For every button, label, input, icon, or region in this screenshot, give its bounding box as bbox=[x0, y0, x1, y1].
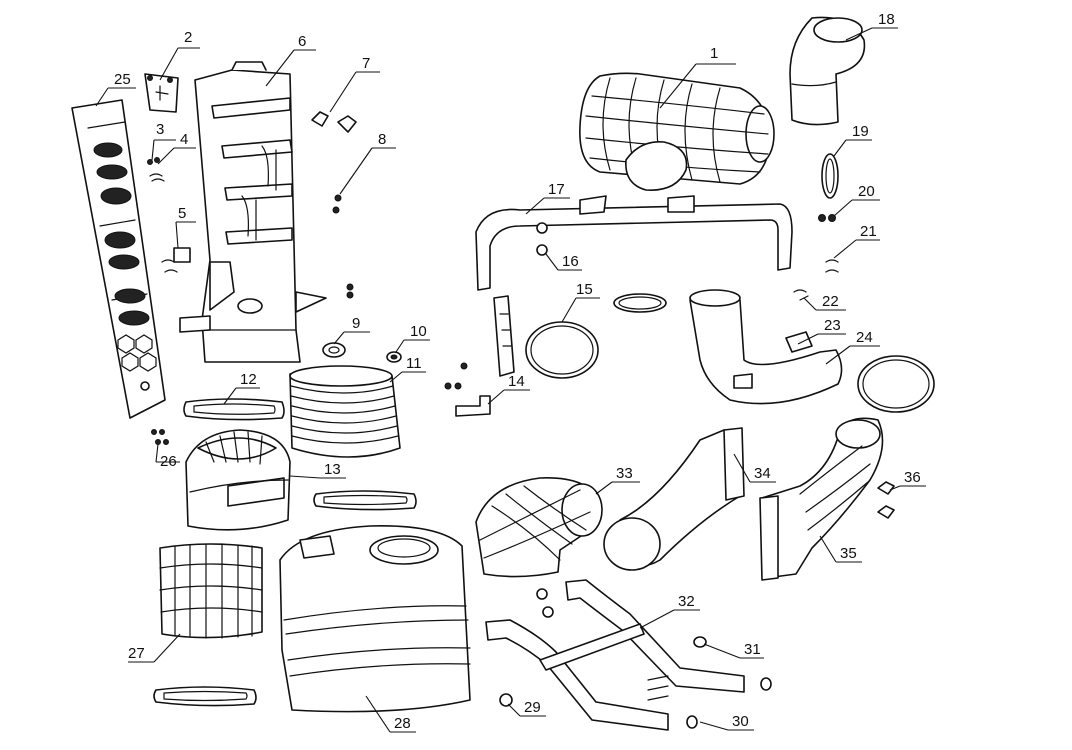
part-6-tall-shroud bbox=[179, 61, 327, 363]
part-14-l-bracket bbox=[444, 362, 491, 417]
part-28-canister bbox=[279, 525, 471, 713]
part-36-nuts bbox=[877, 481, 895, 519]
flat-gaskets bbox=[153, 490, 417, 707]
callout-18: 18 bbox=[878, 11, 895, 28]
part-9-10-grommets bbox=[322, 342, 402, 363]
part-18-elbow bbox=[789, 16, 866, 126]
callout-14: 14 bbox=[508, 373, 525, 390]
callout-13: 13 bbox=[324, 461, 341, 478]
callout-9: 9 bbox=[352, 315, 360, 332]
part-34-transition-duct bbox=[603, 427, 745, 571]
callout-31: 31 bbox=[744, 641, 761, 658]
callout-36: 36 bbox=[904, 469, 921, 486]
part-33-mesh-elbow bbox=[475, 477, 603, 578]
part-8-nuts bbox=[332, 194, 354, 299]
part-11-bellows bbox=[289, 365, 401, 458]
callout-8: 8 bbox=[378, 131, 386, 148]
callout-29: 29 bbox=[524, 699, 541, 716]
part-2-bracket-plate bbox=[144, 73, 179, 113]
part-12-gasket bbox=[183, 398, 285, 421]
callout-24: 24 bbox=[856, 329, 873, 346]
callout-30: 30 bbox=[732, 713, 749, 730]
part-19-clamp bbox=[821, 153, 839, 199]
callout-23: 23 bbox=[824, 317, 841, 334]
callout-10: 10 bbox=[410, 323, 427, 340]
callout-4: 4 bbox=[180, 131, 188, 148]
callout-27: 27 bbox=[128, 645, 145, 662]
callout-12: 12 bbox=[240, 371, 257, 388]
callout-3: 3 bbox=[156, 121, 164, 138]
callout-17: 17 bbox=[548, 181, 565, 198]
part-1-air-filter-housing bbox=[579, 72, 775, 191]
strap-plate bbox=[493, 295, 515, 377]
part-32-mounting-frame bbox=[485, 579, 772, 731]
callout-11: 11 bbox=[406, 355, 422, 372]
callout-34: 34 bbox=[754, 465, 771, 482]
part-35-ribbed-duct bbox=[759, 417, 884, 581]
callout-33: 33 bbox=[616, 465, 633, 482]
part-24-ring bbox=[857, 355, 935, 413]
callout-2: 2 bbox=[184, 29, 192, 46]
part-7-plugs bbox=[311, 111, 357, 133]
part-20-21-22-hardware bbox=[793, 214, 839, 301]
part-15-clamp-ring bbox=[525, 293, 667, 379]
callout-19: 19 bbox=[852, 123, 869, 140]
callout-32: 32 bbox=[678, 593, 695, 610]
callout-15: 15 bbox=[576, 281, 593, 298]
callout-35: 35 bbox=[840, 545, 857, 562]
callout-28: 28 bbox=[394, 715, 411, 732]
callout-6: 6 bbox=[298, 33, 306, 50]
callout-5: 5 bbox=[178, 205, 186, 222]
callout-25: 25 bbox=[114, 71, 131, 88]
callout-20: 20 bbox=[858, 183, 875, 200]
part-26-clips bbox=[151, 429, 169, 445]
part-27-cage bbox=[159, 543, 263, 639]
callout-21: 21 bbox=[860, 223, 877, 240]
callout-22: 22 bbox=[822, 293, 839, 310]
part-25-perforated-strip bbox=[71, 99, 166, 419]
callout-7: 7 bbox=[362, 55, 370, 72]
part-17-support-rail bbox=[475, 195, 793, 291]
leader-lines bbox=[95, 27, 926, 733]
part-23-bent-pipe bbox=[689, 289, 843, 405]
callout-labels: 1 2 3 4 5 6 7 8 9 10 11 12 13 14 15 16 1… bbox=[114, 11, 921, 732]
callout-1: 1 bbox=[710, 45, 718, 62]
callout-16: 16 bbox=[562, 253, 579, 270]
callout-26: 26 bbox=[160, 453, 177, 470]
part-13-intake-head bbox=[185, 429, 291, 531]
part-3-4-5-fasteners bbox=[147, 157, 191, 273]
